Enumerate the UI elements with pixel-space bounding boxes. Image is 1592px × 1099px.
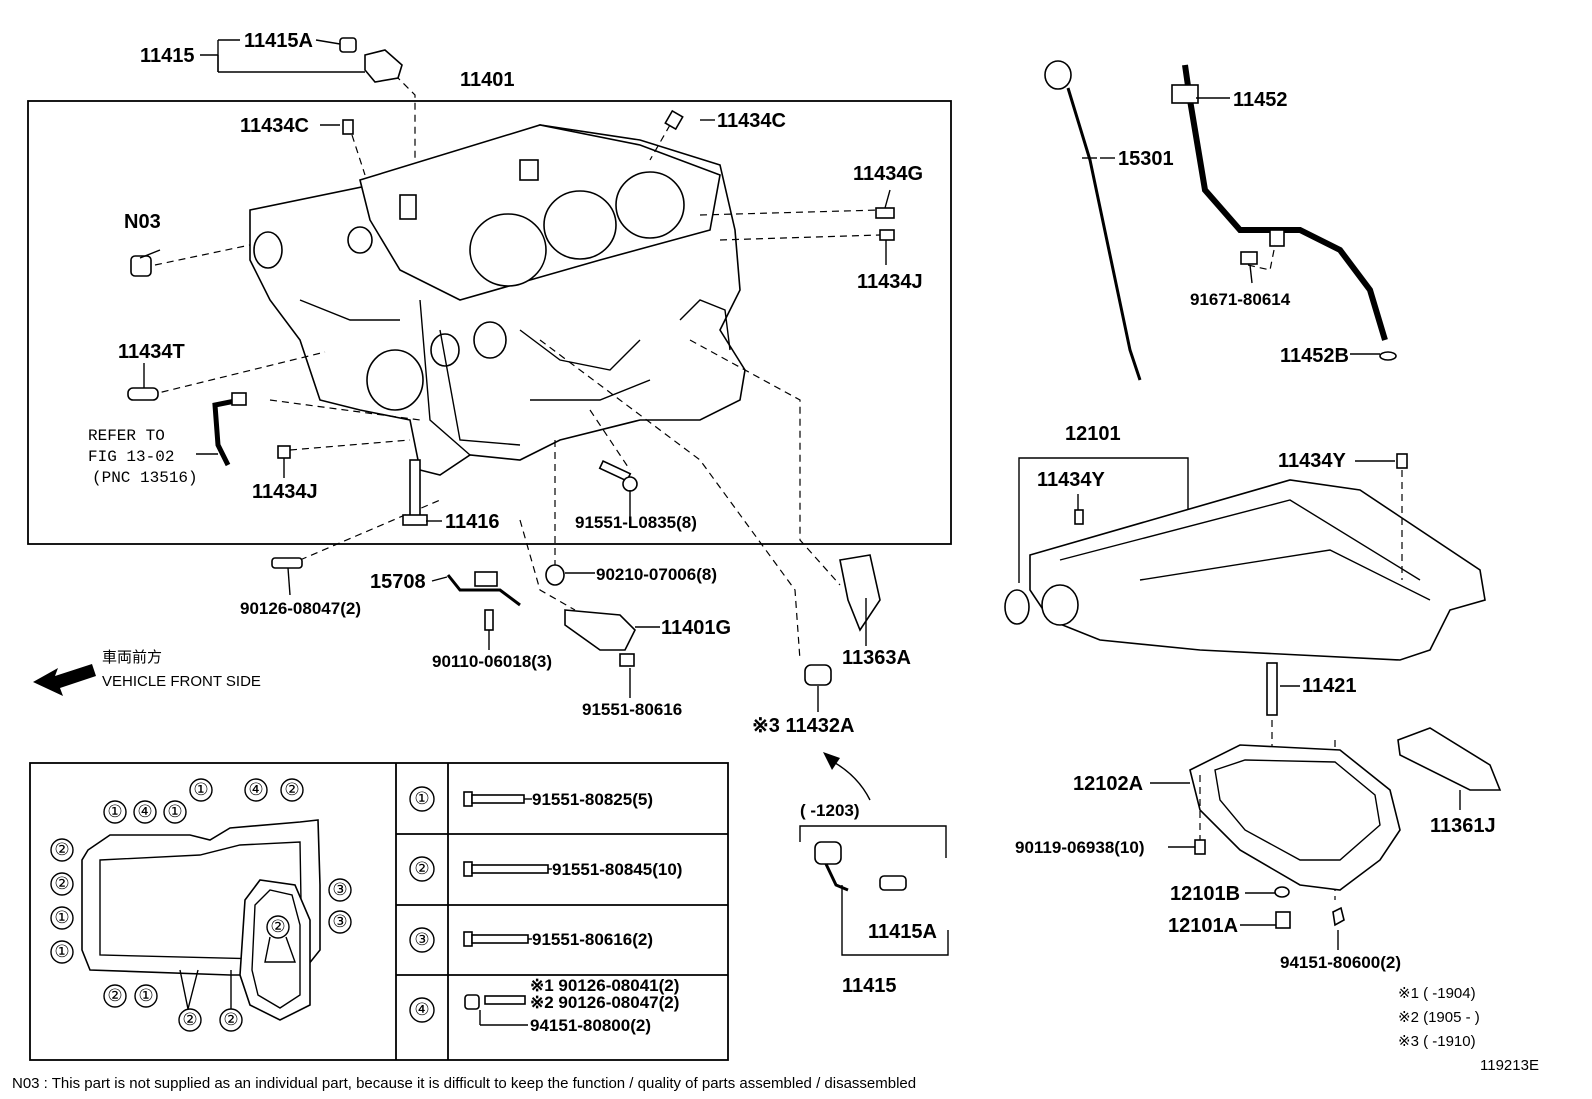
label-11415A-top: 11415A [244, 30, 313, 52]
legend-part-4c: 94151-80800(2) [530, 1016, 651, 1035]
callout-top-2: ④ [137, 802, 152, 822]
label-11415-bottom: 11415 [842, 975, 897, 997]
label-11434J-left: 11434J [252, 481, 318, 503]
callout-bottom-1: ② [107, 986, 122, 1006]
label-90119-06938: 90119-06938(10) [1015, 838, 1145, 857]
arrow-head-11432A [823, 752, 840, 770]
label-11434G: 11434G [853, 163, 923, 185]
cylinder-block-illustration [249, 124, 746, 476]
callout-top-5: ④ [248, 780, 263, 800]
callout-right-2: ③ [332, 912, 347, 932]
label-11434C-left: 11434C [240, 115, 309, 137]
legend-part-4a: ※1 90126-08041(2) [530, 976, 679, 995]
lower-parts [271, 554, 881, 686]
label-91551-L0835: 91551-L0835(8) [575, 513, 697, 532]
label-11434T: 11434T [118, 341, 185, 363]
label-91551-80616: 91551-80616 [582, 700, 682, 719]
bolt-legend-frame [29, 762, 729, 1061]
note-1: ※1 ( -1904) [1398, 985, 1476, 1002]
dipstick-assembly [1044, 60, 1397, 381]
label-fig-13-02: FIG 13-02 [88, 448, 174, 466]
callout-right-1: ③ [332, 880, 347, 900]
label-12101A: 12101A [1168, 915, 1238, 937]
callout-left-4: ① [54, 942, 69, 962]
label-11452B: 11452B [1280, 345, 1349, 367]
part-11415-top [200, 37, 403, 83]
label-N03: N03 [124, 211, 161, 233]
callout-bottom-2: ① [138, 986, 153, 1006]
label-11452: 11452 [1233, 89, 1288, 111]
footer-note-n03: N03 : This part is not supplied as an in… [12, 1075, 916, 1092]
label-pnc-13516: (PNC 13516) [92, 469, 198, 487]
callout-bottom-3: ② [182, 1010, 197, 1030]
label-11434Y-left: 11434Y [1037, 469, 1106, 491]
callout-top-1: ① [107, 802, 122, 822]
label-11434Y-right: 11434Y [1278, 450, 1347, 472]
callout-top-6: ② [284, 780, 299, 800]
label-12101: 12101 [1065, 423, 1121, 445]
legend-part-3: 91551-80616(2) [532, 930, 653, 949]
legend-num-4: ④ [414, 1000, 429, 1020]
label-90210-07006: 90210-07006(8) [596, 565, 717, 584]
note-3: ※3 ( -1910) [1398, 1033, 1476, 1050]
callout-bottom-4: ② [223, 1010, 238, 1030]
legend-part-1: 91551-80825(5) [532, 790, 653, 809]
figure-id: 119213E [1480, 1057, 1539, 1074]
label-90110-06018: 90110-06018(3) [432, 652, 552, 671]
label-11432A: ※3 11432A [752, 715, 854, 737]
oil-pan-illustration [1004, 453, 1502, 929]
pan-callouts: ① ④ ① ① ④ ② ② ② ① ① ③ ③ ② ② ① ② ② [50, 778, 352, 1032]
callout-left-3: ① [54, 908, 69, 928]
label-11401G: 11401G [661, 617, 731, 639]
part-labels: 11415 11415A 11401 11434C 11434C 11434G … [88, 30, 1496, 997]
label-11361J: 11361J [1430, 815, 1496, 837]
label-15708: 15708 [370, 571, 426, 593]
cylinder-block-frame [27, 100, 952, 545]
bolt-legend-table: ① 91551-80825(5) ② 91551-80845(10) ③ 915… [409, 786, 682, 1035]
label-94151-80600: 94151-80600(2) [1280, 953, 1401, 972]
legend-part-2: 91551-80845(10) [552, 860, 682, 879]
label-11434C-right: 11434C [717, 110, 786, 132]
label-15301: 15301 [1118, 148, 1174, 170]
callout-inner: ② [270, 917, 285, 937]
pan-gasket-outline [81, 819, 321, 1021]
legend-part-4b: ※2 90126-08047(2) [530, 993, 679, 1012]
label-12102A: 12102A [1073, 773, 1143, 795]
label-vehicle-front-jp: 車両前方 [102, 649, 162, 666]
label-11416: 11416 [445, 511, 500, 533]
label-refer-to: REFER TO [88, 427, 165, 445]
block-dashed-lines [149, 74, 881, 661]
label-90126-08047: 90126-08047(2) [240, 599, 361, 618]
leader-lines [139, 97, 1461, 950]
legend-num-1: ① [414, 789, 429, 809]
label-11401: 11401 [460, 69, 515, 91]
callout-top-4: ① [193, 780, 208, 800]
label-11421: 11421 [1302, 675, 1357, 697]
note-2: ※2 (1905 - ) [1398, 1009, 1480, 1026]
label-11434J-right: 11434J [857, 271, 923, 293]
label-vehicle-front-en: VEHICLE FRONT SIDE [102, 673, 261, 690]
callout-left-1: ② [54, 840, 69, 860]
label-11415-top: 11415 [140, 45, 195, 67]
label-11363A: 11363A [842, 647, 911, 669]
label-11415A-bottom: 11415A [868, 921, 937, 943]
bracket-1203 [799, 825, 949, 956]
vehicle-front-arrow [33, 664, 96, 696]
arrow-11432A [829, 759, 871, 801]
label-12101B: 12101B [1170, 883, 1240, 905]
callout-top-3: ① [167, 802, 182, 822]
legend-num-3: ③ [414, 930, 429, 950]
applicability-notes: ※1 ( -1904) ※2 (1905 - ) ※3 ( -1910) 119… [1398, 985, 1539, 1074]
label-1203: ( -1203) [800, 801, 860, 820]
callout-left-2: ② [54, 874, 69, 894]
legend-num-2: ② [414, 859, 429, 879]
label-91671-80614: 91671-80614 [1190, 290, 1291, 309]
block-small-parts [127, 109, 895, 526]
